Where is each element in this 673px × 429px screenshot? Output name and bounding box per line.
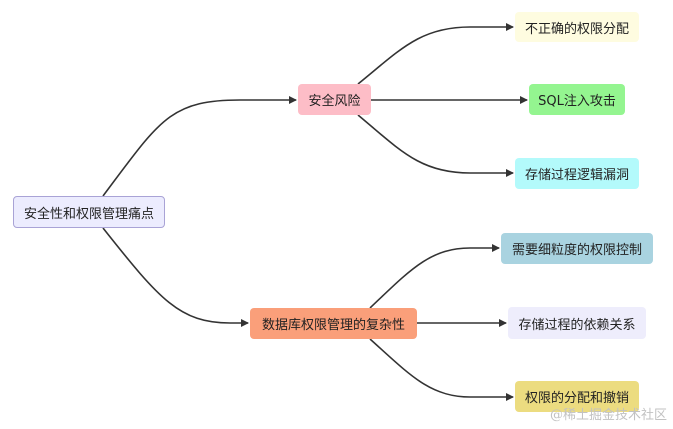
edge-security-to-procedure-flaws: [357, 114, 514, 177]
edge-root-to-db-permission-complexity: [102, 227, 249, 327]
edge-complexity-to-fine-grained: [369, 244, 500, 309]
edge-security-to-incorrect-permissions: [357, 23, 514, 85]
leaf-node-fine-grained-control: 需要细粒度的权限控制: [501, 233, 653, 264]
edge-root-to-security-risks: [102, 96, 297, 197]
edge-complexity-to-grant-revoke: [369, 338, 514, 401]
root-node: 安全性和权限管理痛点: [13, 196, 165, 228]
branch-node-db-permission-complexity: 数据库权限管理的复杂性: [250, 308, 417, 339]
leaf-node-sql-injection: SQL注入攻击: [529, 84, 625, 115]
watermark: @稀土掘金技术社区: [549, 408, 667, 423]
branch-node-security-risks: 安全风险: [298, 84, 371, 115]
leaf-node-grant-revoke: 权限的分配和撤销: [515, 381, 639, 412]
leaf-node-procedure-logic-flaws: 存储过程逻辑漏洞: [515, 158, 639, 189]
leaf-node-incorrect-permission-assignment: 不正确的权限分配: [515, 12, 639, 42]
leaf-node-procedure-dependencies: 存储过程的依赖关系: [508, 307, 646, 339]
